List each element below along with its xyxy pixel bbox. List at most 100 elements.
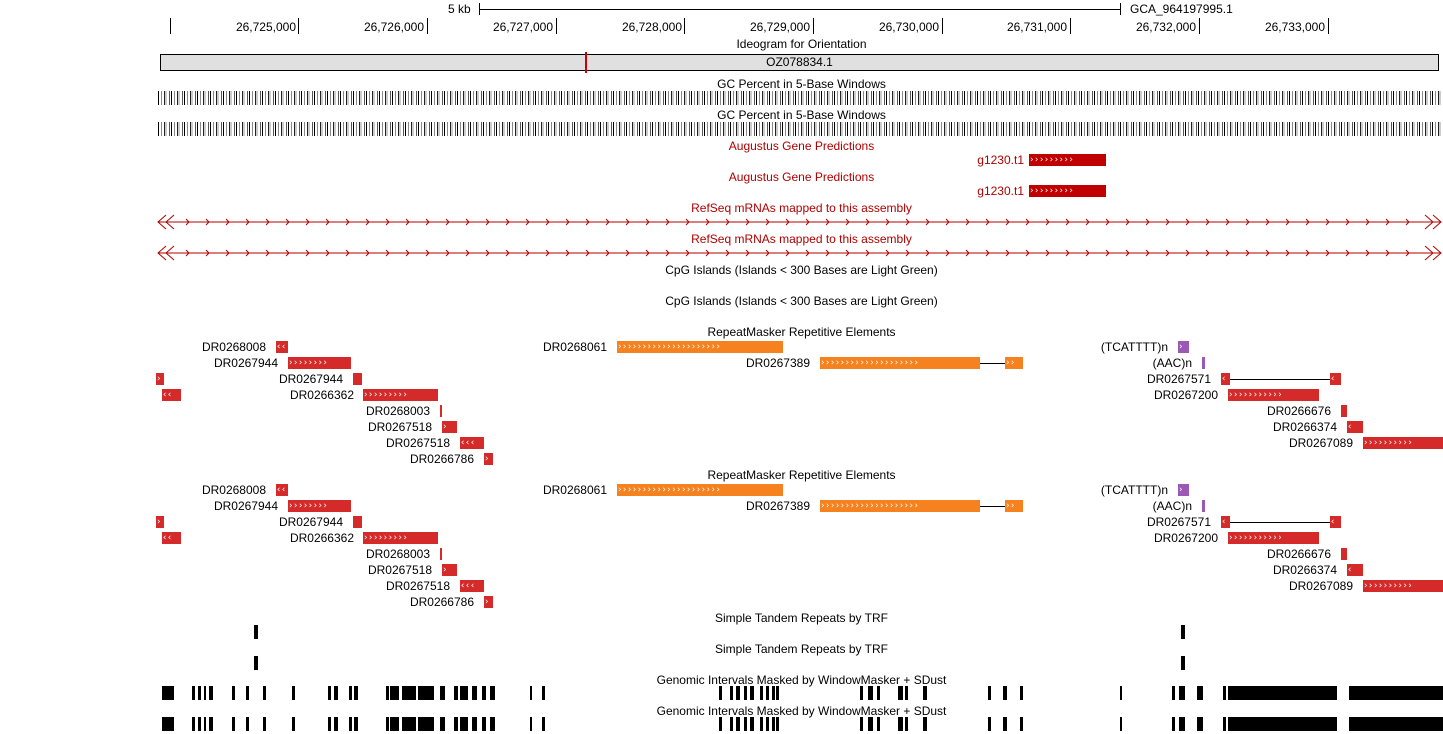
repeat-feature[interactable]: ‹ [1221, 516, 1230, 528]
repeat-feature[interactable] [353, 516, 362, 528]
repeat-label: DR0266676 [1266, 547, 1331, 561]
repeat-feature[interactable]: ›››››››››› [1363, 580, 1443, 592]
repeat-feature[interactable]: ‹‹ [276, 341, 288, 353]
repeat-feature[interactable]: › [156, 373, 164, 385]
repeat-feature[interactable]: ‹‹ [162, 389, 181, 401]
trf-feature[interactable] [254, 656, 258, 670]
repeat-label: DR0266374 [1272, 420, 1337, 434]
repeat-label: (TCATTTT)n [1100, 340, 1168, 354]
repeat-feature[interactable] [1341, 548, 1347, 560]
repeat-feature[interactable]: ›› [1005, 500, 1023, 512]
repeat-label: DR0267518 [385, 579, 450, 593]
repeat-feature[interactable]: ›››››››› [288, 357, 351, 369]
repeat-feature[interactable]: ‹ [1330, 373, 1341, 385]
repeat-feature[interactable]: › [484, 453, 493, 465]
assembly-label: GCA_964197995.1 [1130, 2, 1233, 16]
trf-title-1: Simple Tandem Repeats by TRF [715, 611, 888, 625]
gc-wiggle-1[interactable] [158, 91, 1443, 105]
repeat-feature[interactable]: ›››››››››››››››››››› [820, 500, 980, 512]
trf-feature[interactable] [254, 625, 258, 639]
repeat-feature[interactable]: › [1178, 341, 1189, 353]
repeat-label: DR0267200 [1153, 531, 1218, 545]
repeat-label: DR0266362 [289, 531, 354, 545]
repeat-label: DR0266676 [1266, 404, 1331, 418]
repeat-feature[interactable]: ››››››››› [363, 389, 438, 401]
repeat-label: DR0267518 [385, 436, 450, 450]
ruler-position: 26,732,000 [1135, 20, 1196, 34]
ruler-position: 26,727,000 [492, 20, 553, 34]
repeat-label: DR0268003 [365, 547, 430, 561]
refseq-mrna-feature[interactable] [156, 245, 1443, 261]
repeatmasker-title-2: RepeatMasker Repetitive Elements [707, 468, 896, 482]
trf-feature[interactable] [1181, 625, 1185, 639]
repeat-feature[interactable]: ‹‹‹ [460, 437, 484, 449]
gc-title-1: GC Percent in 5-Base Windows [717, 77, 886, 91]
repeat-feature[interactable]: ››››››››› [363, 532, 438, 544]
repeat-label: DR0266786 [409, 452, 474, 466]
repeat-label: DR0267518 [367, 420, 432, 434]
cpg-title-1: CpG Islands (Islands < 300 Bases are Lig… [665, 263, 938, 277]
repeat-feature[interactable]: ‹ [1330, 516, 1341, 528]
windowmasker-track-1[interactable] [0, 686, 1443, 701]
repeat-feature[interactable]: ›››››››› [288, 500, 351, 512]
repeat-label: DR0267944 [278, 372, 343, 386]
augustus-gene-feature[interactable]: ››››››››› [1029, 154, 1106, 166]
repeatmasker-track-1[interactable]: DR0268008 ‹‹ DR0267944 ›››››››› › DR0267… [0, 338, 1443, 468]
augustus-gene-label[interactable]: g1230.t1 [977, 184, 1024, 198]
repeat-feature[interactable] [1341, 405, 1347, 417]
repeat-feature[interactable]: ‹‹ [162, 532, 181, 544]
repeat-feature[interactable]: ››››››››››› [1228, 532, 1319, 544]
base-position-ruler[interactable]: 5 kb GCA_964197995.1 26,725,000 26,726,0… [0, 0, 1443, 36]
repeat-label: DR0266374 [1272, 563, 1337, 577]
repeat-label: DR0267571 [1146, 372, 1211, 386]
scale-label: 5 kb [448, 2, 471, 16]
repeat-label: DR0266786 [409, 595, 474, 609]
windowmasker-track-2[interactable] [0, 717, 1443, 732]
windowmasker-title-1: Genomic Intervals Masked by WindowMasker… [656, 673, 947, 687]
repeat-label: DR0267089 [1288, 579, 1353, 593]
repeat-label: DR0268061 [542, 340, 607, 354]
repeat-feature[interactable]: ‹‹‹ [460, 580, 484, 592]
repeat-feature[interactable]: ››››››››››››››››››››› [617, 341, 783, 353]
ruler-position: 26,726,000 [363, 20, 424, 34]
repeat-feature[interactable]: › [442, 421, 457, 433]
ideogram[interactable]: OZ078834.1 [160, 52, 1439, 73]
repeat-label: DR0267944 [213, 499, 278, 513]
repeat-feature[interactable]: ‹ [1221, 373, 1230, 385]
repeatmasker-title-1: RepeatMasker Repetitive Elements [707, 325, 896, 339]
repeat-label: DR0266362 [289, 388, 354, 402]
gc-title-2: GC Percent in 5-Base Windows [717, 108, 886, 122]
refseq-mrna-feature[interactable] [156, 214, 1443, 230]
repeat-feature[interactable] [440, 548, 442, 560]
repeat-feature[interactable]: ››››››››››› [1228, 389, 1319, 401]
repeat-feature[interactable]: › [442, 564, 457, 576]
cpg-title-2: CpG Islands (Islands < 300 Bases are Lig… [665, 294, 938, 308]
repeat-feature[interactable] [440, 405, 442, 417]
trf-feature[interactable] [1181, 656, 1185, 670]
repeat-feature[interactable]: › [1178, 484, 1189, 496]
repeat-label: DR0267389 [745, 356, 810, 370]
augustus-gene-label[interactable]: g1230.t1 [977, 153, 1024, 167]
repeat-label: DR0267518 [367, 563, 432, 577]
repeat-feature[interactable] [353, 373, 362, 385]
repeat-feature[interactable]: ‹ [1347, 564, 1363, 576]
gc-wiggle-2[interactable] [158, 122, 1443, 136]
ruler-position: 26,733,000 [1264, 20, 1325, 34]
repeat-feature[interactable]: ›› [1005, 357, 1023, 369]
repeat-label: DR0267944 [213, 356, 278, 370]
repeat-feature[interactable]: › [484, 596, 493, 608]
repeat-feature[interactable]: ›››››››››› [1363, 437, 1443, 449]
repeat-feature[interactable]: ‹ [1347, 421, 1363, 433]
augustus-gene-feature[interactable]: ››››››››› [1029, 185, 1106, 197]
ruler-position: 26,728,000 [621, 20, 682, 34]
repeatmasker-track-2[interactable]: DR0268008 ‹‹ DR0267944 ›››››››› › DR0267… [0, 481, 1443, 611]
repeat-label: DR0268008 [201, 340, 266, 354]
ideogram-title: Ideogram for Orientation [736, 37, 867, 51]
repeat-feature[interactable]: ›››››››››››››››››››› [820, 357, 980, 369]
repeat-feature[interactable]: › [156, 516, 164, 528]
repeat-feature[interactable] [1202, 357, 1205, 369]
repeat-feature[interactable]: ‹‹ [276, 484, 288, 496]
refseq-title-2: RefSeq mRNAs mapped to this assembly [691, 232, 912, 246]
repeat-feature[interactable]: ››››››››››››››››››››› [617, 484, 783, 496]
repeat-feature[interactable] [1202, 500, 1205, 512]
